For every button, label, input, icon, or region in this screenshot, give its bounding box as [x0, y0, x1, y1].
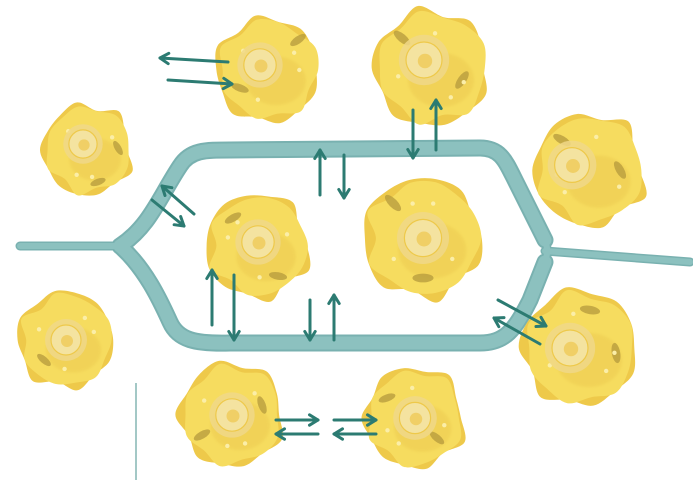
nucleolus-icon: [418, 54, 432, 68]
exchange-arrow-icon: [276, 415, 318, 425]
granule-icon: [235, 220, 239, 224]
granule-icon: [442, 423, 446, 427]
exchange-arrow-icon: [207, 270, 217, 325]
nucleolus-icon: [417, 232, 432, 247]
exchange-arrow-icon: [329, 295, 339, 340]
cell-center-right: [364, 178, 482, 302]
granule-icon: [563, 190, 567, 194]
cell-top-right: [372, 6, 487, 126]
nucleolus-icon: [410, 413, 422, 425]
granule-icon: [62, 367, 66, 371]
cell-far-right: [532, 114, 646, 228]
granule-icon: [202, 398, 206, 402]
granule-icon: [433, 31, 437, 35]
cell-bottom-far-left: [17, 290, 113, 390]
granule-icon: [256, 97, 260, 101]
granule-icon: [74, 173, 78, 177]
granule-icon: [410, 386, 414, 390]
granule-icon: [110, 135, 114, 139]
granule-icon: [292, 51, 296, 55]
granule-icon: [396, 74, 400, 78]
granule-icon: [297, 68, 301, 72]
granule-icon: [397, 441, 401, 445]
granule-icon: [431, 201, 435, 205]
granule-icon: [462, 80, 466, 84]
exchange-arrow-icon: [315, 150, 325, 195]
granule-icon: [252, 391, 256, 395]
nucleolus-icon: [566, 159, 580, 173]
granule-icon: [410, 201, 414, 205]
granule-icon: [90, 175, 94, 179]
cell-top-center-left: [215, 15, 318, 123]
granule-icon: [571, 312, 575, 316]
granule-icon: [83, 316, 87, 320]
nucleolus-icon: [227, 410, 240, 423]
granule-icon: [92, 330, 96, 334]
granule-icon: [225, 444, 229, 448]
cell-left: [40, 102, 133, 195]
cell-bottom-center: [361, 368, 465, 469]
exchange-arrow-icon: [339, 155, 349, 198]
nucleolus-icon: [253, 237, 266, 250]
exchange-arrow-icon: [276, 429, 318, 439]
mitochondrion-icon: [412, 274, 433, 283]
granule-icon: [37, 327, 41, 331]
exchange-arrow-icon: [334, 415, 376, 425]
cell-bottom-left: [175, 361, 283, 467]
nucleolus-icon: [564, 342, 578, 356]
nucleolus-icon: [78, 139, 89, 150]
cell-center-left: [207, 195, 311, 302]
granule-icon: [450, 257, 454, 261]
nucleolus-icon: [255, 60, 268, 73]
granule-icon: [385, 428, 389, 432]
granule-icon: [617, 185, 621, 189]
nucleolus-icon: [61, 335, 73, 347]
granule-icon: [226, 235, 230, 239]
granule-icon: [594, 135, 598, 139]
granule-icon: [243, 441, 247, 445]
granule-icon: [285, 232, 289, 236]
granule-icon: [449, 95, 453, 99]
exchange-arrow-icon: [305, 300, 315, 340]
granule-icon: [604, 369, 608, 373]
vessel-upper-branch: [120, 148, 545, 246]
granule-icon: [257, 275, 261, 279]
vessel-outlet: [545, 240, 690, 262]
granule-icon: [392, 257, 396, 261]
granule-icon: [612, 351, 616, 355]
